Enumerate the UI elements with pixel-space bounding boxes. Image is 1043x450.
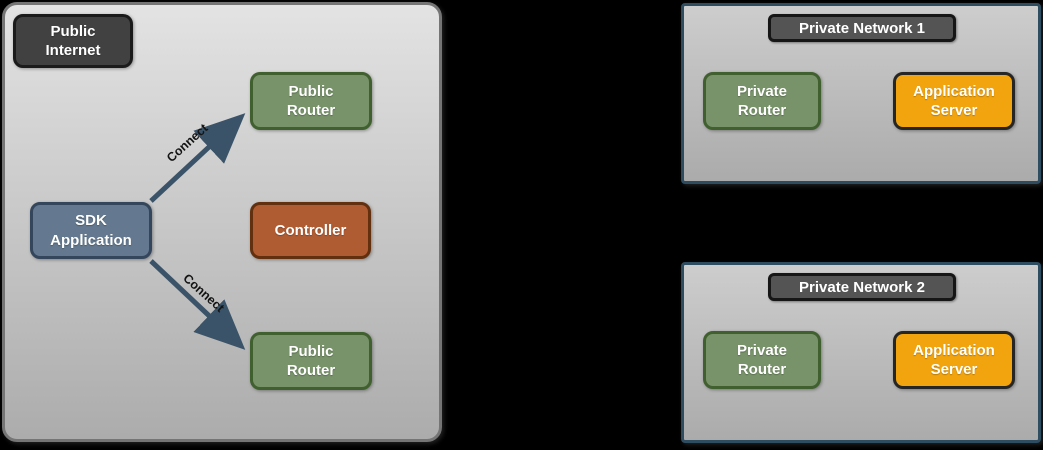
node-private-router-1: Private Router: [703, 72, 821, 130]
node-controller: Controller: [250, 202, 371, 259]
public-router-top-text: Public Router: [286, 82, 336, 119]
connect-label-bottom: Connect: [180, 271, 227, 315]
controller-text: Controller: [274, 221, 347, 239]
node-private-router-2: Private Router: [703, 331, 821, 389]
connect-arrow-top: [149, 113, 246, 203]
private-router-1-text: Private Router: [736, 82, 788, 119]
private-network-1-panel: Private Network 1 Private Router Applica…: [681, 3, 1041, 184]
private-network-2-title-text: Private Network 2: [799, 278, 925, 296]
connect-arrow-bottom: [149, 259, 246, 350]
public-internet-label: Public Internet: [13, 14, 133, 68]
private-network-2-panel: Private Network 2 Private Router Applica…: [681, 262, 1041, 443]
application-server-1-text: Application Server: [913, 82, 995, 119]
node-public-router-bottom: Public Router: [250, 332, 372, 390]
node-sdk-application: SDK Application: [30, 202, 152, 259]
public-router-bottom-text: Public Router: [286, 342, 336, 379]
private-network-1-title-text: Private Network 1: [799, 19, 925, 37]
node-application-server-2: Application Server: [893, 331, 1015, 389]
public-internet-panel: Connect Connect Public Internet Public R…: [2, 2, 442, 442]
application-server-2-text: Application Server: [913, 341, 995, 378]
public-internet-label-text: Public Internet: [45, 22, 101, 59]
private-router-2-text: Private Router: [736, 341, 788, 378]
private-network-1-title: Private Network 1: [768, 14, 956, 42]
connect-label-top: Connect: [164, 121, 211, 165]
node-application-server-1: Application Server: [893, 72, 1015, 130]
sdk-application-text: SDK Application: [50, 212, 132, 249]
node-public-router-top: Public Router: [250, 72, 372, 130]
private-network-2-title: Private Network 2: [768, 273, 956, 301]
